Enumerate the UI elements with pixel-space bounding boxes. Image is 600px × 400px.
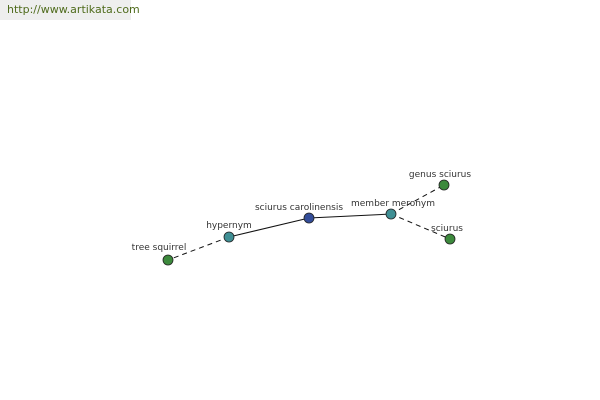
edge-member-meronym-to-genus-sciurus	[390, 184, 445, 215]
edge-hypernym-to-tree-squirrel	[167, 236, 230, 261]
node-label-sciurus-carolinensis: sciurus carolinensis	[255, 203, 343, 213]
node-tree-squirrel[interactable]	[162, 254, 174, 266]
node-hypernym[interactable]	[223, 231, 235, 243]
node-label-member-meronym: member meronym	[351, 199, 435, 209]
watermark-url: http://www.artikata.com	[0, 0, 140, 20]
node-member-meronym[interactable]	[385, 208, 397, 220]
node-label-sciurus: sciurus	[431, 224, 463, 234]
edges-layer	[167, 184, 451, 261]
node-label-genus-sciurus: genus sciurus	[409, 170, 471, 180]
node-sciurus[interactable]	[444, 233, 456, 245]
node-sciurus-carolinensis[interactable]	[303, 212, 315, 224]
edge-sciurus-carolinensis-to-hypernym	[228, 217, 310, 238]
edge-member-meronym-to-sciurus	[390, 213, 451, 240]
nodes-layer	[162, 179, 456, 266]
edge-sciurus-carolinensis-to-member-meronym	[308, 213, 392, 219]
node-label-hypernym: hypernym	[206, 221, 252, 231]
node-label-tree-squirrel: tree squirrel	[132, 243, 187, 253]
node-genus-sciurus[interactable]	[438, 179, 450, 191]
